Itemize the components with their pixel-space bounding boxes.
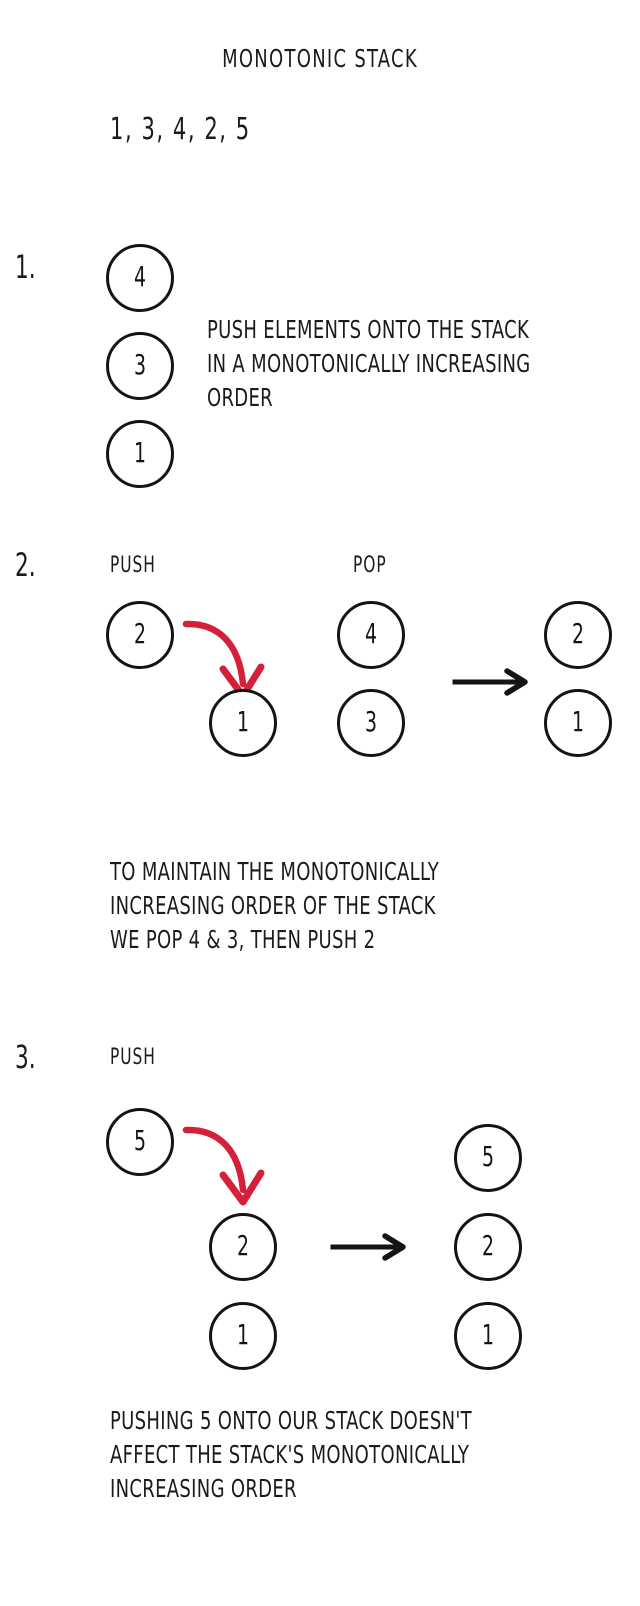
node-value: 4 (133, 260, 147, 293)
step-3-result-node-5: 5 (454, 1124, 522, 1192)
step-2-pop-label: POP (353, 553, 387, 578)
input-array: 1, 3, 4, 2, 5 (110, 112, 251, 147)
step-2-pop-node-4: 4 (337, 601, 405, 669)
step-2-result-node-2: 2 (544, 601, 612, 669)
step-3-node-2: 2 (209, 1213, 277, 1281)
node-value: 1 (236, 705, 250, 738)
step-1-caption: Push elements onto the stack in a monoto… (207, 315, 531, 412)
step-3-result-node-2: 2 (454, 1213, 522, 1281)
node-value: 2 (481, 1229, 495, 1262)
step-3-push-label: PUSH (110, 1045, 156, 1070)
step-3-push-node-5: 5 (106, 1108, 174, 1176)
black-right-arrow-step-2 (452, 668, 528, 696)
step-2-push-label: PUSH (110, 553, 156, 578)
node-value: 1 (571, 705, 585, 738)
node-value: 2 (571, 617, 585, 650)
step-1-node-3: 3 (106, 332, 174, 400)
step-1-number: 1. (15, 248, 36, 286)
step-2-number: 2. (15, 546, 36, 584)
step-2-caption: To maintain the monotonically increasing… (110, 857, 439, 954)
step-3-caption: Pushing 5 onto our stack doesn't affect … (110, 1406, 472, 1503)
step-3-number: 3. (15, 1038, 36, 1076)
node-value: 1 (236, 1318, 250, 1351)
node-value: 1 (133, 436, 147, 469)
node-value: 4 (364, 617, 378, 650)
red-curved-arrow-step-3 (182, 1126, 265, 1206)
node-value: 1 (481, 1318, 495, 1351)
node-value: 2 (236, 1229, 250, 1262)
node-value: 5 (133, 1124, 147, 1157)
node-value: 3 (364, 705, 378, 738)
node-value: 3 (133, 348, 147, 381)
step-2-node-1: 1 (209, 689, 277, 757)
step-2-push-node-2: 2 (106, 601, 174, 669)
step-1-node-1: 1 (106, 420, 174, 488)
step-3-node-1: 1 (209, 1302, 277, 1370)
step-3-result-node-1: 1 (454, 1302, 522, 1370)
page-title: MONOTONIC STACK (222, 44, 418, 73)
step-2-result-node-1: 1 (544, 689, 612, 757)
node-value: 5 (481, 1140, 495, 1173)
black-right-arrow-step-3 (330, 1233, 406, 1261)
step-2-pop-node-3: 3 (337, 689, 405, 757)
step-1-node-4: 4 (106, 244, 174, 312)
node-value: 2 (133, 617, 147, 650)
